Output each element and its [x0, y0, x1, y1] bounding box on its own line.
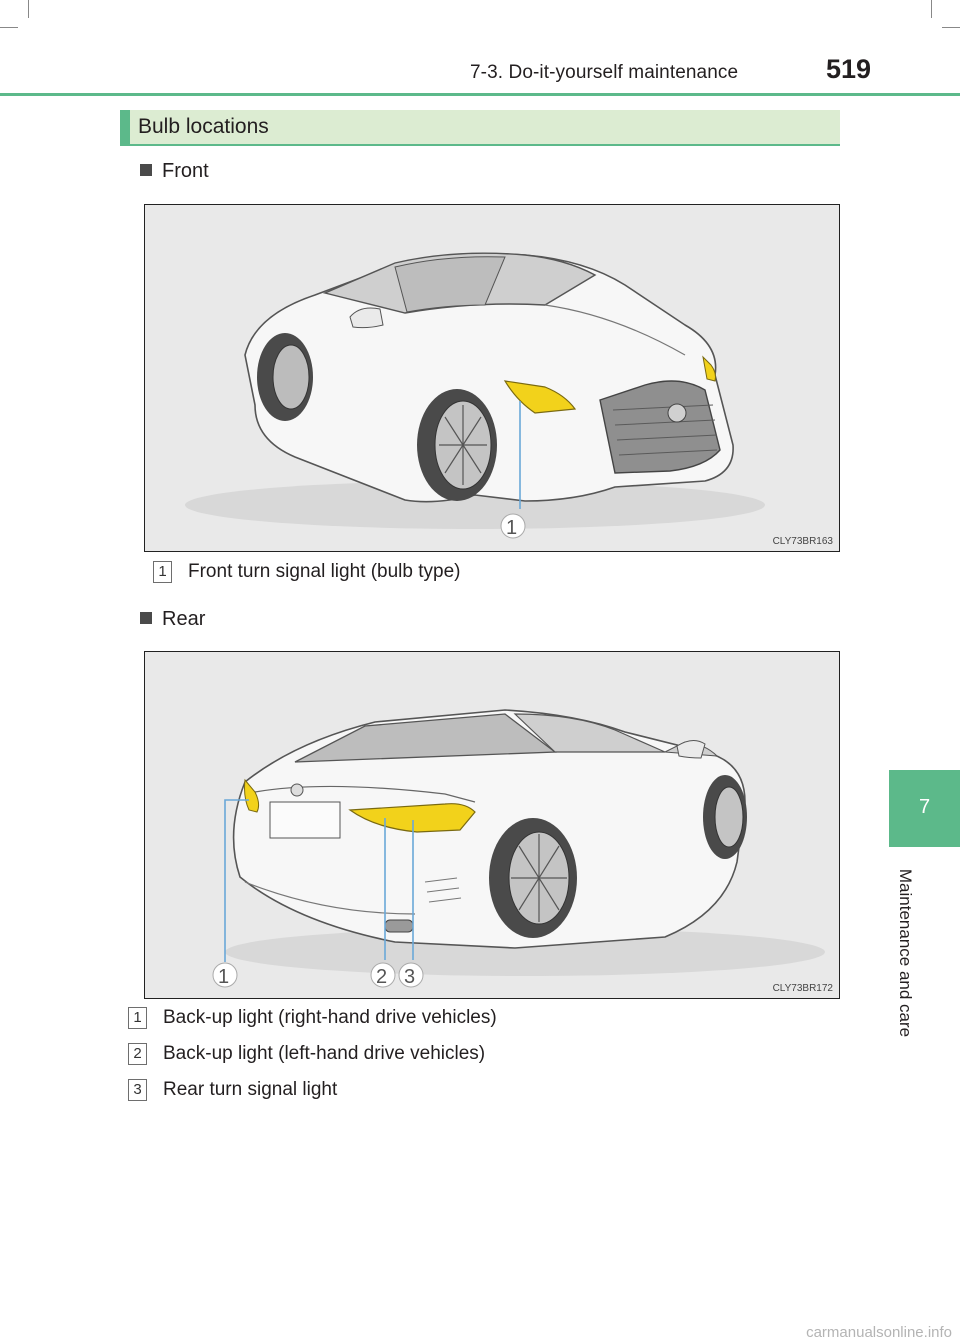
item-number-box: 1	[128, 1007, 147, 1029]
chapter-number: 7	[918, 796, 931, 818]
item-description: Back-up light (right-hand drive vehicles…	[163, 1007, 497, 1028]
square-bullet-icon	[140, 164, 152, 176]
subheading-text: Front	[162, 160, 209, 182]
chapter-tab[interactable]: 7	[889, 770, 960, 847]
subheading-rear: Rear	[140, 608, 205, 631]
item-number-box: 1	[153, 561, 172, 583]
section-heading-bar	[120, 110, 130, 144]
item-description: Rear turn signal light	[163, 1079, 338, 1100]
crop-mark	[942, 27, 960, 28]
item-description: Back-up light (left-hand drive vehicles)	[163, 1043, 486, 1064]
item-number-box: 3	[128, 1079, 147, 1101]
watermark: carmanualsonline.info	[806, 1324, 952, 1341]
section-heading: Bulb locations	[120, 110, 840, 146]
figure-code: CLY73BR172	[772, 983, 833, 994]
chapter-title-vertical: Maintenance and care	[892, 858, 918, 1048]
car-rear-icon: 1 2 3	[212, 709, 825, 988]
callout-1: 1	[506, 517, 517, 539]
rear-car-illustration: 1 2 3 CLY73BR172	[144, 651, 840, 999]
section-heading-text: Bulb locations	[138, 115, 269, 138]
page-number: 519	[826, 54, 872, 84]
callout-1: 1	[218, 966, 229, 988]
header-rule	[0, 93, 960, 96]
item-description: Front turn signal light (bulb type)	[188, 561, 461, 582]
square-bullet-icon	[140, 612, 152, 624]
subheading-text: Rear	[162, 608, 206, 630]
callout-2: 2	[376, 966, 387, 988]
subheading-front: Front	[140, 160, 209, 183]
callout-3: 3	[404, 966, 415, 988]
item-number-box: 2	[128, 1043, 147, 1065]
running-header-section: 7-3. Do-it-yourself maintenance	[470, 62, 739, 83]
crop-mark	[0, 27, 18, 28]
crop-mark	[28, 0, 29, 18]
crop-mark	[931, 0, 932, 18]
car-front-icon: 1	[185, 252, 765, 539]
figure-code: CLY73BR163	[772, 536, 833, 547]
front-car-illustration: 1 CLY73BR163	[144, 204, 840, 552]
chapter-title: Maintenance and care	[896, 868, 915, 1038]
